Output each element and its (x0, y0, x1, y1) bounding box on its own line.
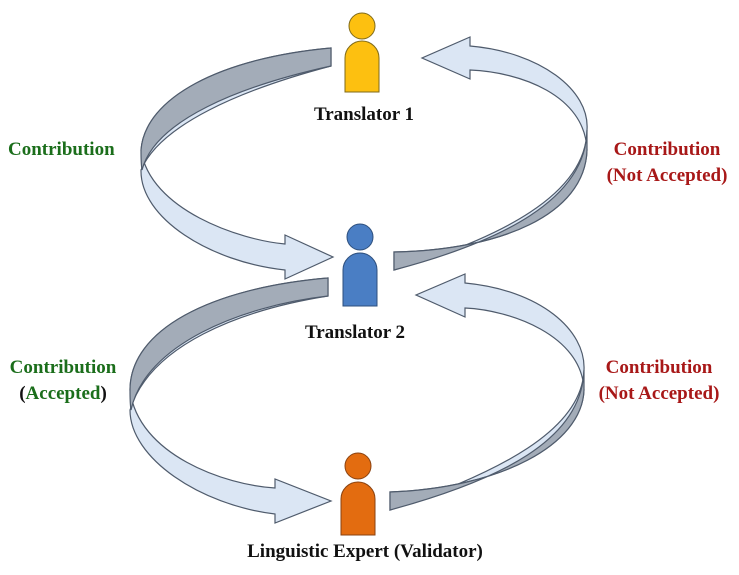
arrow-back-face-top-right (393, 129, 588, 271)
flow-bottom-left-accepted: Accepted (25, 383, 101, 404)
flow-top-left-line1: Contribution (8, 139, 115, 160)
flow-bottom-left-line1: Contribution (9, 357, 117, 378)
flow-bottom-right-line2: (Not Accepted) (598, 383, 720, 404)
translator1-person-icon (344, 12, 380, 93)
arrow-back-face-bottom-right (389, 369, 585, 511)
flow-top-right-line1: Contribution (613, 139, 721, 160)
flow-label-bottom-right: Contribution (Not Accepted) (599, 355, 720, 407)
flow-top-right-line2: (Not Accepted) (606, 165, 728, 186)
translator2-person-icon (342, 223, 378, 307)
flow-bottom-left-close-paren: ) (100, 383, 107, 404)
flow-label-top-right: Contribution (Not Accepted) (607, 137, 728, 189)
arrow-expert-to-translator2 (389, 273, 585, 511)
arrow-back-face-top-left (140, 47, 332, 171)
expert-label: Linguistic Expert (Validator) (247, 541, 483, 562)
flow-bottom-left-open-paren: ( (19, 383, 26, 404)
translator2-label: Translator 2 (304, 322, 406, 343)
arrow-back-face-bottom-left (129, 277, 329, 411)
flow-bottom-left-line2: (Accepted) (10, 381, 117, 407)
flow-label-bottom-left: Contribution (Accepted) (10, 355, 117, 407)
arrow-translator2-to-translator1 (393, 36, 588, 271)
expert-person-icon (340, 452, 376, 536)
flow-bottom-right-line1: Contribution (605, 357, 713, 378)
flow-label-top-left: Contribution (8, 137, 115, 163)
translator1-label: Translator 1 (313, 104, 415, 125)
